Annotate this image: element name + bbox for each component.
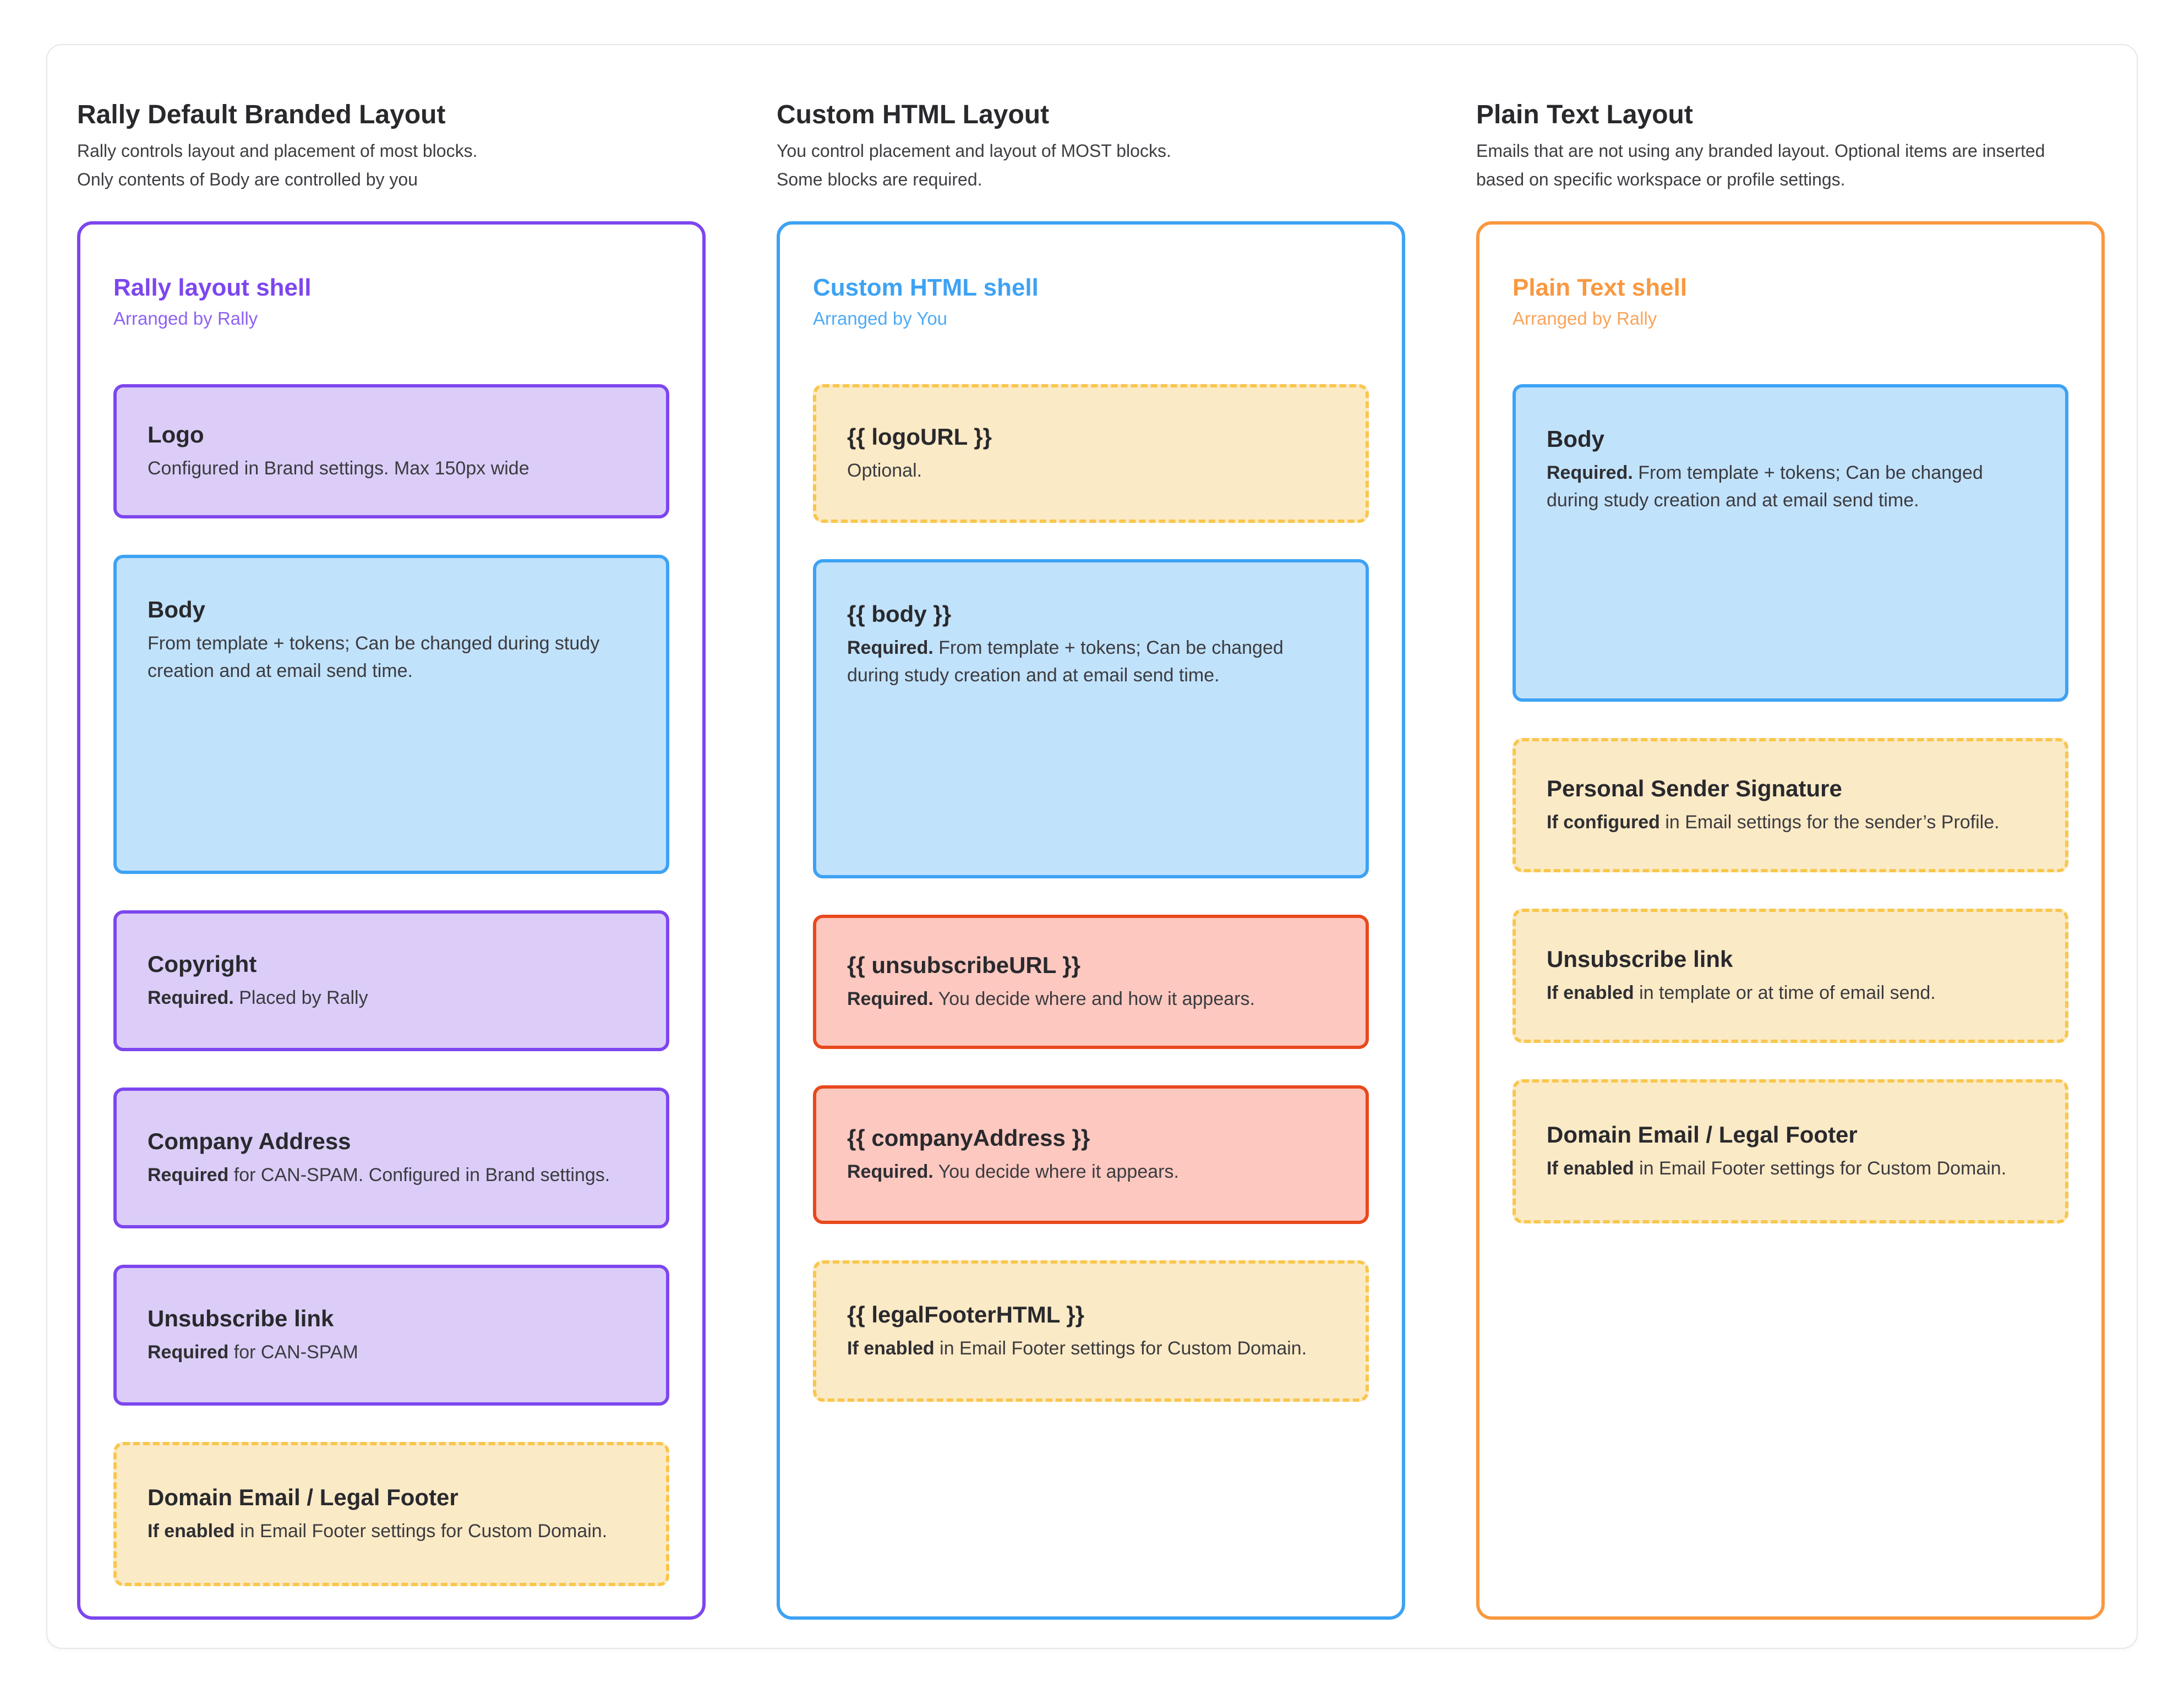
block-unsubscribe-url-token: {{ unsubscribeURL }} Required. You decid… (813, 915, 1369, 1049)
block-description-bold: Required. (148, 987, 234, 1008)
shell-blocks: Body Required. From template + tokens; C… (1513, 384, 2068, 1223)
block-body-token: {{ body }} Required. From template + tok… (813, 559, 1369, 878)
block-title: {{ companyAddress }} (847, 1125, 1090, 1151)
block-description-bold: Required (148, 1342, 229, 1363)
column-title: Plain Text Layout (1476, 100, 1693, 129)
shell-blocks: {{ logoURL }} Optional. {{ body }} Requi… (813, 384, 1369, 1402)
block-description-text: in Email settings for the sender’s Profi… (1659, 812, 2000, 833)
block-description: If enabled in Email Footer settings for … (1547, 1155, 2034, 1182)
column-custom-html: Custom HTML Layout You control placement… (777, 99, 1405, 1620)
column-subtitle-line: Only contents of Body are controlled by … (77, 170, 418, 189)
block-logo-url-token: {{ logoURL }} Optional. (813, 384, 1369, 523)
rally-layout-shell: Rally layout shell Arranged by Rally Log… (77, 221, 706, 1620)
column-subtitle-line: You control placement and layout of MOST… (777, 141, 1171, 161)
block-description-bold: If enabled (1547, 1158, 1634, 1179)
block-title: {{ body }} (847, 601, 952, 627)
block-description: If configured in Email settings for the … (1547, 808, 2034, 836)
shell-blocks: Logo Configured in Brand settings. Max 1… (113, 384, 669, 1586)
column-subtitle-line: Some blocks are required. (777, 170, 982, 189)
shell-title: Custom HTML shell (813, 274, 1039, 301)
block-unsubscribe-link: Unsubscribe link Required for CAN-SPAM (113, 1265, 669, 1406)
block-title: Personal Sender Signature (1547, 775, 1842, 801)
block-description-bold: If enabled (847, 1337, 935, 1359)
block-description: Required. From template + tokens; Can be… (847, 634, 1335, 689)
shell-subtitle: Arranged by Rally (1513, 308, 1657, 329)
block-body: Body From template + tokens; Can be chan… (113, 555, 669, 874)
block-title: Body (148, 597, 205, 622)
block-personal-sender-signature: Personal Sender Signature If configured … (1513, 738, 2068, 872)
block-title: Domain Email / Legal Footer (148, 1484, 458, 1510)
block-title: Unsubscribe link (1547, 946, 1733, 972)
block-description-text: in template or at time of email send. (1634, 982, 1936, 1003)
block-description: Required. You decide where it appears. (847, 1158, 1335, 1185)
column-plain-text: Plain Text Layout Emails that are not us… (1476, 99, 2105, 1620)
block-title: {{ logoURL }} (847, 424, 992, 450)
block-title: Copyright (148, 951, 257, 977)
block-title: Logo (148, 422, 204, 447)
block-description-bold: Required. (1547, 462, 1633, 483)
block-description-text: You decide where and how it appears. (933, 988, 1255, 1009)
column-title: Custom HTML Layout (777, 100, 1050, 129)
layout-comparison-card: Rally Default Branded Layout Rally contr… (46, 44, 2138, 1649)
block-description-text: From template + tokens; Can be changed d… (1547, 462, 1983, 511)
block-legal-footer-html-token: {{ legalFooterHTML }} If enabled in Emai… (813, 1260, 1369, 1402)
block-description: If enabled in Email Footer settings for … (847, 1335, 1335, 1362)
block-company-address-token: {{ companyAddress }} Required. You decid… (813, 1085, 1369, 1224)
block-description-bold: Required (148, 1165, 229, 1185)
block-body: Body Required. From template + tokens; C… (1513, 384, 2068, 702)
block-description-text: Placed by Rally (233, 987, 368, 1008)
block-description-text: for CAN-SPAM. Configured in Brand settin… (228, 1165, 610, 1185)
block-unsubscribe-link: Unsubscribe link If enabled in template … (1513, 909, 2068, 1043)
columns-container: Rally Default Branded Layout Rally contr… (77, 99, 2107, 1620)
block-copyright: Copyright Required. Placed by Rally (113, 910, 669, 1051)
shell-title: Plain Text shell (1513, 274, 1688, 301)
block-description-text: From template + tokens; Can be changed d… (148, 633, 600, 681)
block-description: Required. From template + tokens; Can be… (1547, 459, 2034, 514)
block-title: {{ unsubscribeURL }} (847, 952, 1080, 978)
block-description-bold: Required. (847, 1161, 933, 1182)
shell-subtitle: Arranged by You (813, 308, 948, 329)
block-description-bold: If configured (1547, 812, 1660, 833)
block-title: {{ legalFooterHTML }} (847, 1301, 1084, 1327)
block-description-text: From template + tokens; Can be changed d… (847, 637, 1284, 686)
block-title: Company Address (148, 1128, 351, 1154)
block-description: Configured in Brand settings. Max 150px … (148, 455, 635, 482)
block-description-text: for CAN-SPAM (228, 1342, 358, 1363)
block-description-text: Optional. (847, 460, 922, 481)
block-description: From template + tokens; Can be changed d… (148, 630, 635, 685)
column-subtitle-line: Rally controls layout and placement of m… (77, 141, 478, 161)
block-description-bold: Required. (847, 637, 933, 658)
shell-title: Rally layout shell (113, 274, 312, 301)
column-rally-default: Rally Default Branded Layout Rally contr… (77, 99, 706, 1620)
block-description: Required for CAN-SPAM (148, 1338, 635, 1366)
block-description-bold: If enabled (1547, 982, 1634, 1003)
block-description: Required. You decide where and how it ap… (847, 985, 1335, 1013)
column-subtitle-line: based on specific workspace or profile s… (1476, 170, 1846, 189)
block-description-bold: Required. (847, 988, 933, 1009)
block-description-text: You decide where it appears. (933, 1161, 1179, 1182)
block-description-text: in Email Footer settings for Custom Doma… (1634, 1158, 2007, 1179)
shell-subtitle: Arranged by Rally (113, 308, 258, 329)
block-description-text: in Email Footer settings for Custom Doma… (234, 1521, 608, 1542)
block-description: If enabled in Email Footer settings for … (148, 1517, 635, 1545)
block-description: Required. Placed by Rally (148, 984, 635, 1012)
block-logo: Logo Configured in Brand settings. Max 1… (113, 384, 669, 518)
block-title: Body (1547, 426, 1604, 452)
block-description-text: Configured in Brand settings. Max 150px … (148, 458, 529, 479)
block-company-address: Company Address Required for CAN-SPAM. C… (113, 1088, 669, 1228)
block-title: Domain Email / Legal Footer (1547, 1122, 1858, 1147)
column-subtitle-line: Emails that are not using any branded la… (1476, 141, 2045, 161)
block-description: Required for CAN-SPAM. Configured in Bra… (148, 1161, 635, 1189)
plain-text-shell: Plain Text shell Arranged by Rally Body … (1476, 221, 2105, 1620)
block-description: Optional. (847, 457, 1335, 484)
block-description-bold: If enabled (148, 1521, 235, 1542)
block-description-text: in Email Footer settings for Custom Doma… (934, 1337, 1307, 1359)
block-description: If enabled in template or at time of ema… (1547, 979, 2034, 1007)
block-title: Unsubscribe link (148, 1305, 334, 1331)
block-domain-legal-footer: Domain Email / Legal Footer If enabled i… (113, 1442, 669, 1586)
custom-html-shell: Custom HTML shell Arranged by You {{ log… (777, 221, 1405, 1620)
block-domain-legal-footer: Domain Email / Legal Footer If enabled i… (1513, 1079, 2068, 1223)
column-title: Rally Default Branded Layout (77, 100, 446, 129)
